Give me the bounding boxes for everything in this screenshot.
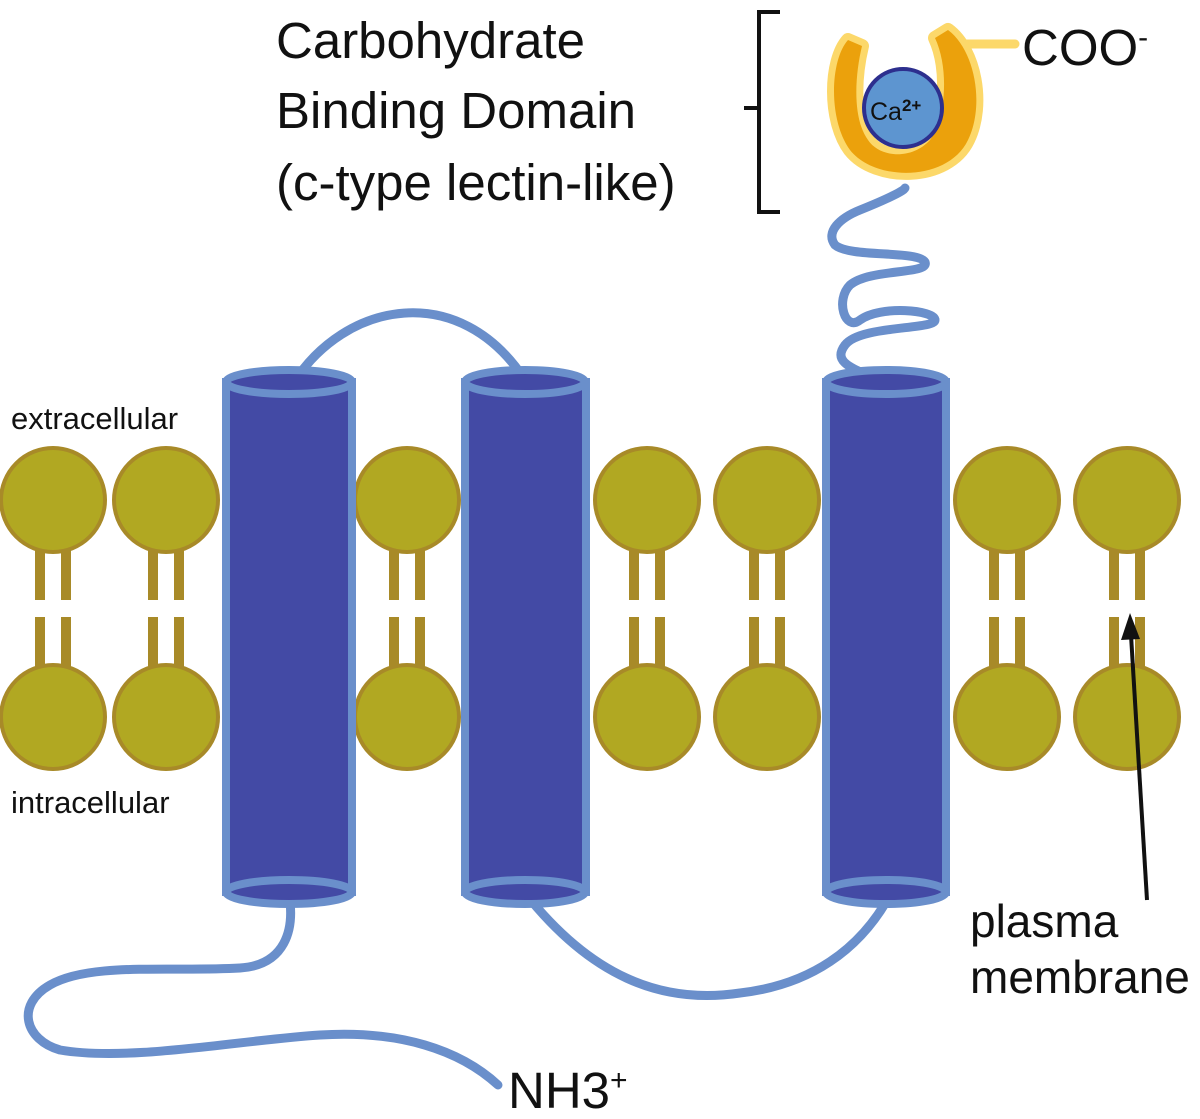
lipid-tail (775, 617, 785, 669)
calcium-charge: 2+ (902, 96, 921, 115)
helix-2 (461, 366, 590, 908)
lipid-tail (35, 617, 45, 669)
lipid-tail (148, 617, 158, 669)
lipid-tail (148, 548, 158, 600)
lipid-tail (389, 617, 399, 669)
calcium-symbol: Ca (870, 98, 902, 126)
lipid-head-outer (0, 446, 107, 554)
lipid-head-inner (953, 663, 1061, 771)
n-terminus-text: NH3 (508, 1062, 611, 1119)
lipid-tail (749, 548, 759, 600)
n-terminus-label: NH3+ (508, 1065, 628, 1116)
lipid-tail (989, 617, 999, 669)
carbohydrate-binding-domain: Ca2+ (827, 23, 1020, 180)
lipid-tail (775, 548, 785, 600)
lipid-head-inner (112, 663, 220, 771)
lipid-head-inner (713, 663, 821, 771)
lipid-tail (415, 617, 425, 669)
domain-body (834, 30, 977, 173)
c-terminus-label: COO- (1022, 22, 1148, 73)
domain-bracket (744, 10, 780, 214)
lipid-tail (629, 548, 639, 600)
calcium-ion (862, 67, 944, 149)
lipid-head-outer (593, 446, 701, 554)
lipid-tail (61, 548, 71, 600)
lipid-tail (174, 548, 184, 600)
lipid-tail (1135, 548, 1145, 600)
domain-title-line2: Binding Domain (276, 82, 637, 139)
calcium-label: Ca2+ (870, 96, 921, 126)
lipid-bilayer (0, 446, 1181, 771)
domain-title-line1: Carbohydrate (276, 12, 586, 69)
intracellular-loop (520, 888, 895, 1000)
n-terminal-tail (23, 890, 503, 1090)
lipid-head-inner (593, 663, 701, 771)
membrane-arrow (1121, 613, 1149, 901)
lipid-head-inner (353, 663, 461, 771)
lipid-head-inner (1073, 663, 1181, 771)
lipid-head-outer (713, 446, 821, 554)
lipid-tail (1135, 617, 1145, 669)
extracellular-loop (287, 308, 530, 390)
intracellular-label: intracellular (11, 785, 170, 820)
c-terminus-text: COO (1022, 19, 1139, 76)
lipid-tail (1109, 617, 1119, 669)
coiled-linker (827, 183, 940, 388)
lipid-tail (1109, 548, 1119, 600)
n-terminus-charge: + (610, 1064, 628, 1097)
lipid-tail (389, 548, 399, 600)
lipid-tail (749, 617, 759, 669)
lipid-head-outer (353, 446, 461, 554)
extracellular-label: extracellular (11, 401, 179, 436)
lipid-tail (655, 617, 665, 669)
helix-1 (222, 366, 356, 908)
lipid-tail (35, 548, 45, 600)
domain-title-line3: (c-type lectin-like) (276, 154, 676, 211)
lipid-tail (1015, 548, 1025, 600)
lipid-tail (655, 548, 665, 600)
lipid-tail (415, 548, 425, 600)
lipid-head-outer (1073, 446, 1181, 554)
lipid-tail (1015, 617, 1025, 669)
plasma-membrane-label-line1: plasma (970, 895, 1119, 947)
lipid-head-outer (112, 446, 220, 554)
plasma-membrane-label-line2: membrane (970, 951, 1190, 1003)
lipid-tail (629, 617, 639, 669)
helix-3 (822, 366, 950, 908)
c-terminus-charge: - (1138, 21, 1149, 54)
lipid-head-outer (953, 446, 1061, 554)
lipid-tail (174, 617, 184, 669)
lipid-head-inner (0, 663, 107, 771)
lipid-tail (989, 548, 999, 600)
lipid-tail (61, 617, 71, 669)
